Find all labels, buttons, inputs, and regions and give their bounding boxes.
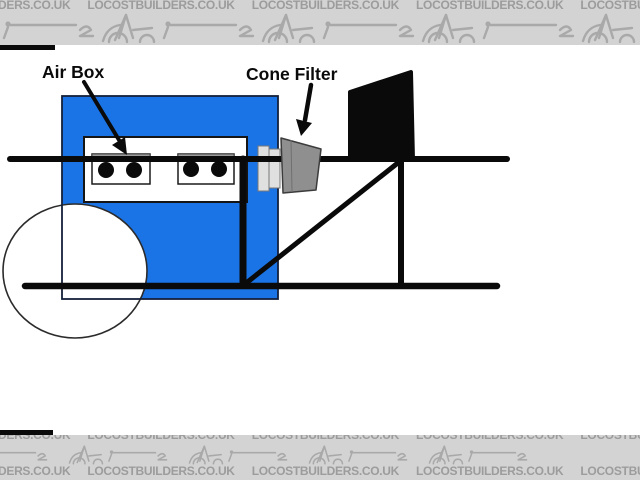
wheel-circle	[2, 203, 148, 339]
watermark-band-bottom: LOCOSTBUILDERS.CO.UK LOCOSTBUILDERS.CO.UK…	[0, 435, 640, 480]
cone-filter-body	[280, 137, 322, 194]
car-logo-icon	[308, 445, 408, 465]
car-logo-icon	[421, 13, 575, 44]
bulkhead-shape	[348, 70, 415, 162]
watermark-text: LOCOSTBUILDERS.CO.UK	[580, 465, 640, 478]
watermark-text: LOCOSTBUILDERS.CO.UK	[0, 465, 71, 478]
watermark-text-row-clipped: LOCOSTBUILDERS.CO.UK LOCOSTBUILDERS.CO.UK…	[0, 435, 640, 443]
car-logo-icon	[0, 445, 48, 465]
top-left-black-bar	[0, 45, 55, 50]
watermark-text: LOCOSTBUILDERS.CO.UK	[416, 465, 564, 478]
watermark-text: LOCOSTBUILDERS.CO.UK	[251, 435, 400, 442]
watermark-text: LOCOSTBUILDERS.CO.UK	[416, 435, 564, 442]
cone-filter-crease	[290, 139, 293, 193]
engine-bay-outline	[61, 95, 279, 300]
watermark-text: LOCOSTBUILDERS.CO.UK	[251, 465, 400, 478]
bottom-left-black-bar	[0, 430, 53, 435]
car-logo-icon	[101, 13, 255, 44]
cone-filter-shape	[280, 137, 322, 194]
intake-trumpet	[211, 161, 227, 177]
car-logo-icon	[188, 445, 288, 465]
watermark-text: LOCOSTBUILDERS.CO.UK	[0, 0, 71, 10]
airbox-label: Air Box	[42, 62, 105, 82]
airbox-arrow-line	[82, 80, 121, 142]
cone-filter-arrow	[296, 82, 314, 136]
watermark-band-top: LOCOSTBUILDERS.CO.UK LOCOSTBUILDERS.CO.UK…	[0, 0, 640, 45]
watermark-text: LOCOSTBUILDERS.CO.UK	[87, 465, 235, 478]
intake-trumpet	[98, 162, 114, 178]
watermark-text: LOCOSTBUILDERS.CO.UK	[580, 0, 640, 10]
hose-adapter-piece	[257, 145, 270, 192]
car-logo-icon	[261, 13, 415, 44]
intake-trumpet	[183, 161, 199, 177]
airbox-arrow	[82, 80, 127, 155]
watermark-text: LOCOSTBUILDERS.CO.UK	[0, 435, 71, 442]
cone-filter-label: Cone Filter	[246, 64, 338, 84]
car-logo-icon	[581, 13, 640, 44]
cone-filter-arrow-line	[302, 82, 314, 123]
watermark-text-row: LOCOSTBUILDERS.CO.UK LOCOSTBUILDERS.CO.UK…	[0, 465, 640, 478]
diagram-svg: Air Box Cone Filter	[0, 45, 510, 435]
watermark-text: LOCOSTBUILDERS.CO.UK	[251, 0, 400, 10]
car-logo-icon	[0, 13, 95, 44]
car-logo-icon	[428, 445, 528, 465]
chassis-diagonal-brace	[242, 159, 402, 287]
watermark-car-row	[0, 443, 640, 465]
watermark-text: LOCOSTBUILDERS.CO.UK	[416, 0, 564, 10]
watermark-text: LOCOSTBUILDERS.CO.UK	[580, 435, 640, 442]
watermark-car-row	[0, 10, 640, 45]
watermark-text: LOCOSTBUILDERS.CO.UK	[87, 0, 235, 10]
watermark-text-row: LOCOSTBUILDERS.CO.UK LOCOSTBUILDERS.CO.UK…	[0, 0, 640, 10]
watermark-text: LOCOSTBUILDERS.CO.UK	[87, 435, 235, 442]
cone-filter-arrowhead	[296, 119, 312, 136]
car-logo-icon	[68, 445, 168, 465]
airbox-arrowhead	[112, 137, 127, 155]
diagram-canvas: Air Box Cone Filter	[0, 45, 640, 435]
intake-trumpet	[126, 162, 142, 178]
hose-adapter-piece	[268, 148, 281, 189]
